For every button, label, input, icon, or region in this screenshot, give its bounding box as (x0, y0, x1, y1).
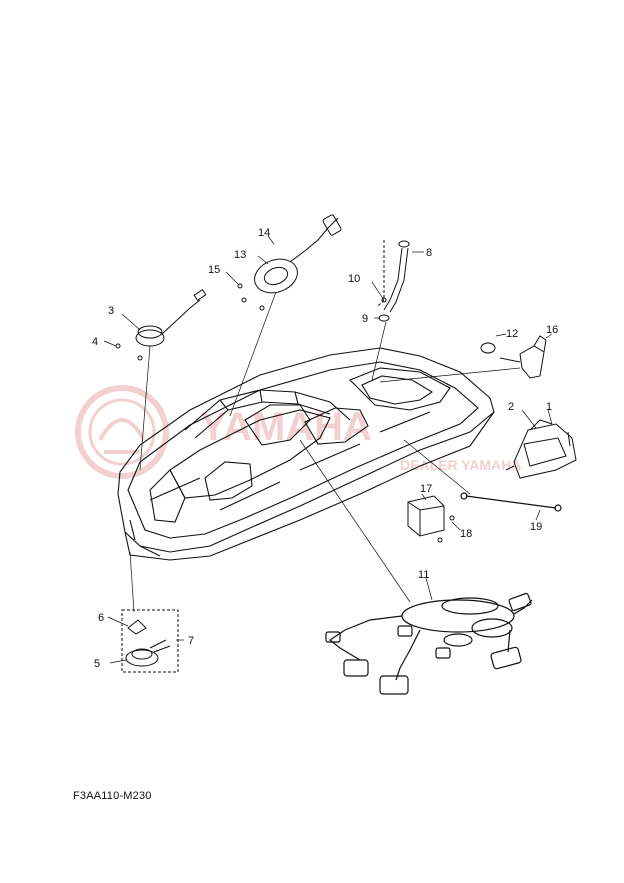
callout-12: 12 (506, 328, 518, 340)
leader-13-to-hull (229, 291, 277, 417)
leader-16 (545, 333, 553, 339)
part-wiring-harness (325, 592, 533, 695)
leader-18 (451, 521, 461, 531)
leader-3-to-hull (139, 345, 151, 471)
callout-16: 16 (546, 324, 558, 336)
callout-6: 6 (98, 612, 104, 624)
part-cable (460, 492, 562, 512)
leader-9-to-hull (371, 321, 387, 381)
leader-5 (109, 659, 127, 664)
callouts: 1 2 3 4 5 6 7 8 9 10 11 12 13 14 15 16 1… (92, 227, 558, 670)
part-vent-hose (377, 240, 410, 322)
leader-11-to-hull (299, 439, 411, 603)
leader-10 (371, 281, 385, 301)
part-sender (115, 288, 207, 361)
diagram-code: F3AA110-M230 (73, 790, 152, 802)
leader-6 (107, 616, 129, 627)
boat-hull (117, 347, 495, 561)
callout-19: 19 (530, 521, 542, 533)
leader-1 (521, 409, 537, 429)
callout-10: 10 (348, 273, 360, 285)
yamaha-logo-icon (75, 385, 169, 479)
leader-drain-to-hull (129, 551, 135, 613)
callout-14: 14 (258, 227, 270, 239)
callout-18: 18 (460, 528, 472, 540)
callout-8: 8 (426, 247, 432, 259)
leader-3 (121, 313, 141, 331)
dealer-watermark: YAMAHA DEALER YAMAHA (75, 385, 521, 479)
callout-7: 7 (188, 635, 194, 647)
leader-4 (103, 340, 117, 347)
callout-2: 2 (508, 401, 514, 413)
part-drain-group (121, 609, 179, 673)
callout-3: 3 (108, 305, 114, 317)
callout-4: 4 (92, 336, 98, 348)
leader-19-to-hull (403, 439, 471, 495)
callout-15: 15 (208, 264, 220, 276)
callout-5: 5 (94, 658, 100, 670)
leader-2 (547, 409, 553, 425)
part-cover-plate (237, 214, 342, 311)
leader-17 (421, 493, 427, 501)
watermark-text-2: DEALER YAMAHA (400, 457, 521, 473)
leader-11 (425, 577, 433, 601)
leader-12 (495, 333, 507, 337)
leader-19 (535, 509, 541, 521)
part-sensor (480, 335, 547, 379)
part-junction-box (407, 495, 455, 543)
leader-16-to-hull (379, 367, 521, 383)
callout-13: 13 (234, 249, 246, 261)
leader-13 (257, 255, 269, 265)
callout-9: 9 (362, 313, 368, 325)
callout-1: 1 (546, 401, 552, 413)
callout-11: 11 (418, 569, 429, 581)
leader-15 (225, 271, 239, 285)
part-compartment (505, 419, 577, 479)
callout-17: 17 (420, 483, 432, 495)
leader-14 (267, 235, 275, 245)
